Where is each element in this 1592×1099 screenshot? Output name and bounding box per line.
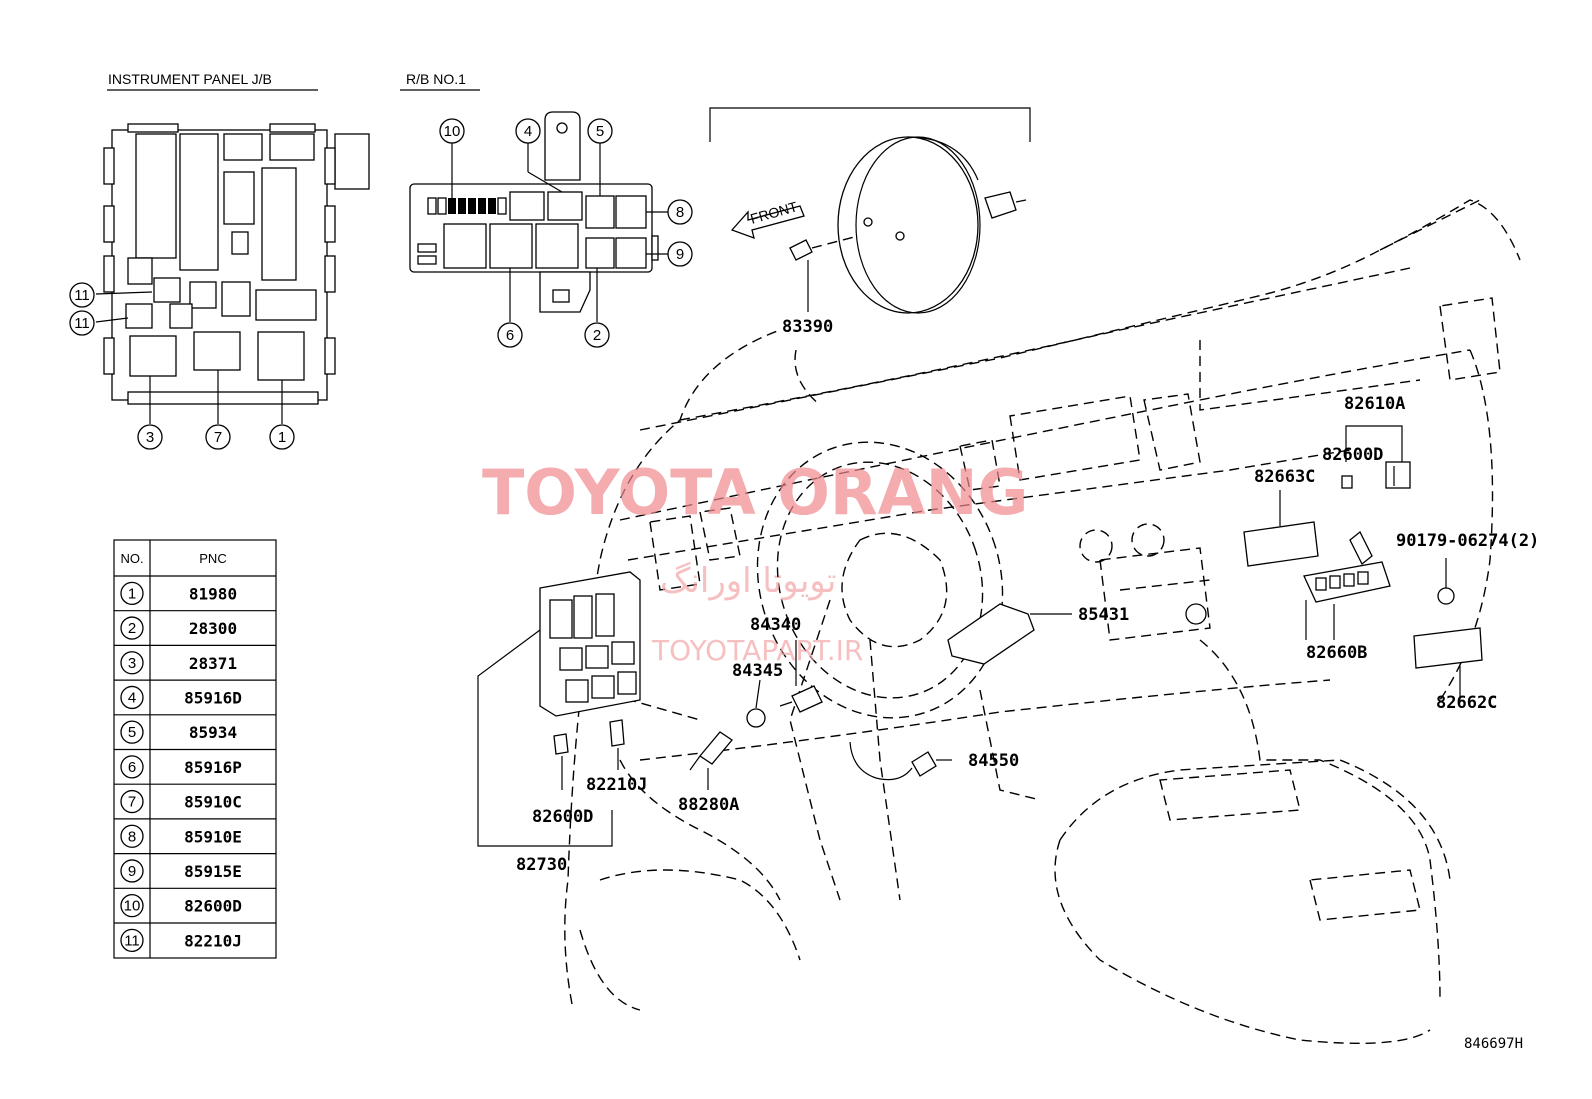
table-row-number-circle: [120, 581, 144, 605]
table-row-number-circle: [120, 685, 144, 710]
table-row-number-circle: [120, 616, 144, 640]
callout-7: 7: [205, 424, 231, 450]
label-82660B: 82660B: [1306, 643, 1367, 663]
table-row-number: 5: [128, 724, 136, 741]
part-82662C: [1413, 627, 1483, 700]
callout-5: 5: [587, 118, 613, 144]
callout-9: 9: [667, 241, 693, 267]
label-82730: 82730: [516, 855, 567, 875]
label-82662C: 82662C: [1436, 693, 1497, 713]
callout-10: 10: [439, 118, 465, 144]
dashboard-outline: [564, 199, 1521, 1045]
part-84550: [849, 741, 952, 781]
table-row-pnc: 85916P: [184, 758, 242, 777]
callout-1: 1: [269, 424, 295, 450]
label-82663C: 82663C: [1254, 467, 1315, 487]
label-85431: 85431: [1078, 605, 1129, 625]
part-82663C: [1243, 490, 1319, 567]
part-82610A: [1341, 425, 1411, 489]
table-rows: 1 81980 2 28300 3 28371 4 85916D 5 85934 6 85916P 7 8…: [114, 581, 276, 952]
watermark: TOYOTA ORANG تویوتا اورانگ TOYOTAPART.IR: [482, 456, 1028, 667]
svg-text:8: 8: [676, 204, 684, 221]
diagram-reference: 846697H: [1464, 1036, 1523, 1052]
table-row-pnc: 85934: [189, 723, 237, 742]
table-row-pnc: 28371: [189, 654, 237, 673]
callout-2: 2: [584, 322, 610, 348]
label-82600D-left: 82600D: [532, 807, 593, 827]
table-row-pnc: 82600D: [184, 897, 242, 916]
svg-text:10: 10: [444, 123, 461, 140]
table-row-number: 11: [124, 932, 140, 949]
label-82610A: 82610A: [1344, 394, 1405, 414]
label-84340: 84340: [750, 615, 801, 635]
pnc-table: NO. PNC 1 81980 2 28300 3 28371 4 85916D 5 85934 6…: [113, 539, 277, 959]
part-88280A: [689, 731, 733, 790]
table-row-number: 3: [128, 655, 136, 672]
watermark-arabic: تویوتا اورانگ: [660, 561, 836, 601]
table-row-pnc: 81980: [189, 584, 237, 603]
table-row-pnc: 28300: [189, 619, 237, 638]
watermark-main: TOYOTA ORANG: [482, 456, 1028, 529]
instrument-panel-jb-header: INSTRUMENT PANEL J/B: [108, 71, 272, 87]
table-row-number: 4: [128, 689, 136, 706]
table-row-number: 6: [128, 759, 136, 776]
table-row-pnc: 85910C: [184, 793, 242, 812]
callout-4: 4: [515, 118, 541, 144]
svg-text:7: 7: [214, 429, 222, 446]
table-row-number-circle: [120, 894, 144, 918]
table-row-number-circle: [120, 928, 144, 952]
table-row-number: 9: [128, 863, 136, 880]
label-88280A: 88280A: [678, 795, 739, 815]
table-row-number: 7: [128, 794, 136, 811]
svg-text:4: 4: [524, 123, 532, 140]
callout-11-upper: 11: [69, 282, 95, 308]
svg-text:6: 6: [506, 327, 514, 344]
table-row-number-circle: [120, 789, 144, 814]
table-row-number: 10: [124, 898, 141, 915]
callout-8: 8: [667, 199, 693, 225]
part-84340-84345: [746, 640, 823, 728]
part-85431: [947, 603, 1072, 665]
table-row-pnc: 85915E: [184, 862, 242, 881]
instrument-panel-junction-block: INSTRUMENT PANEL J/B: [95, 71, 370, 424]
table-row-number-circle: [120, 824, 144, 848]
table-header-no: NO.: [120, 551, 143, 566]
label-90179-06274: 90179-06274(2): [1396, 531, 1539, 551]
relay-block-no1: R/B NO.1: [400, 71, 668, 322]
watermark-site: TOYOTAPART.IR: [651, 634, 863, 667]
rb-no1-header: R/B NO.1: [406, 71, 466, 87]
table-row-number-circle: [120, 859, 144, 883]
table-row-number: 2: [128, 620, 136, 637]
svg-text:11: 11: [74, 287, 90, 304]
part-82730-assembly: [477, 571, 641, 847]
svg-text:1: 1: [278, 429, 286, 446]
label-84345: 84345: [732, 661, 783, 681]
part-90179-bolt: [1437, 558, 1455, 605]
table-row-number: 8: [128, 828, 136, 845]
fuse-strip: [427, 197, 507, 215]
svg-text:11: 11: [74, 315, 90, 332]
table-row-pnc: 85916D: [184, 688, 242, 707]
table-row-pnc: 85910E: [184, 827, 242, 846]
table-header-pnc: PNC: [199, 551, 226, 566]
table-row-number-circle: [120, 651, 144, 675]
callout-3: 3: [137, 424, 163, 450]
front-arrow-icon: FRONT: [730, 198, 805, 240]
label-82210J: 82210J: [586, 775, 647, 795]
svg-text:9: 9: [676, 246, 684, 263]
svg-text:3: 3: [146, 429, 154, 446]
table-row-number: 1: [128, 585, 136, 602]
callout-11-lower: 11: [69, 310, 95, 336]
table-row-number-circle: [120, 755, 144, 779]
part-82660B: [1303, 530, 1391, 640]
table-row-pnc: 82210J: [184, 931, 242, 950]
table-row-number-circle: [120, 720, 144, 744]
label-82600D-right: 82600D: [1322, 445, 1383, 465]
label-83390: 83390: [782, 317, 833, 337]
callout-6: 6: [497, 322, 523, 348]
svg-text:5: 5: [596, 123, 604, 140]
label-84550: 84550: [968, 751, 1019, 771]
svg-text:2: 2: [593, 327, 601, 344]
